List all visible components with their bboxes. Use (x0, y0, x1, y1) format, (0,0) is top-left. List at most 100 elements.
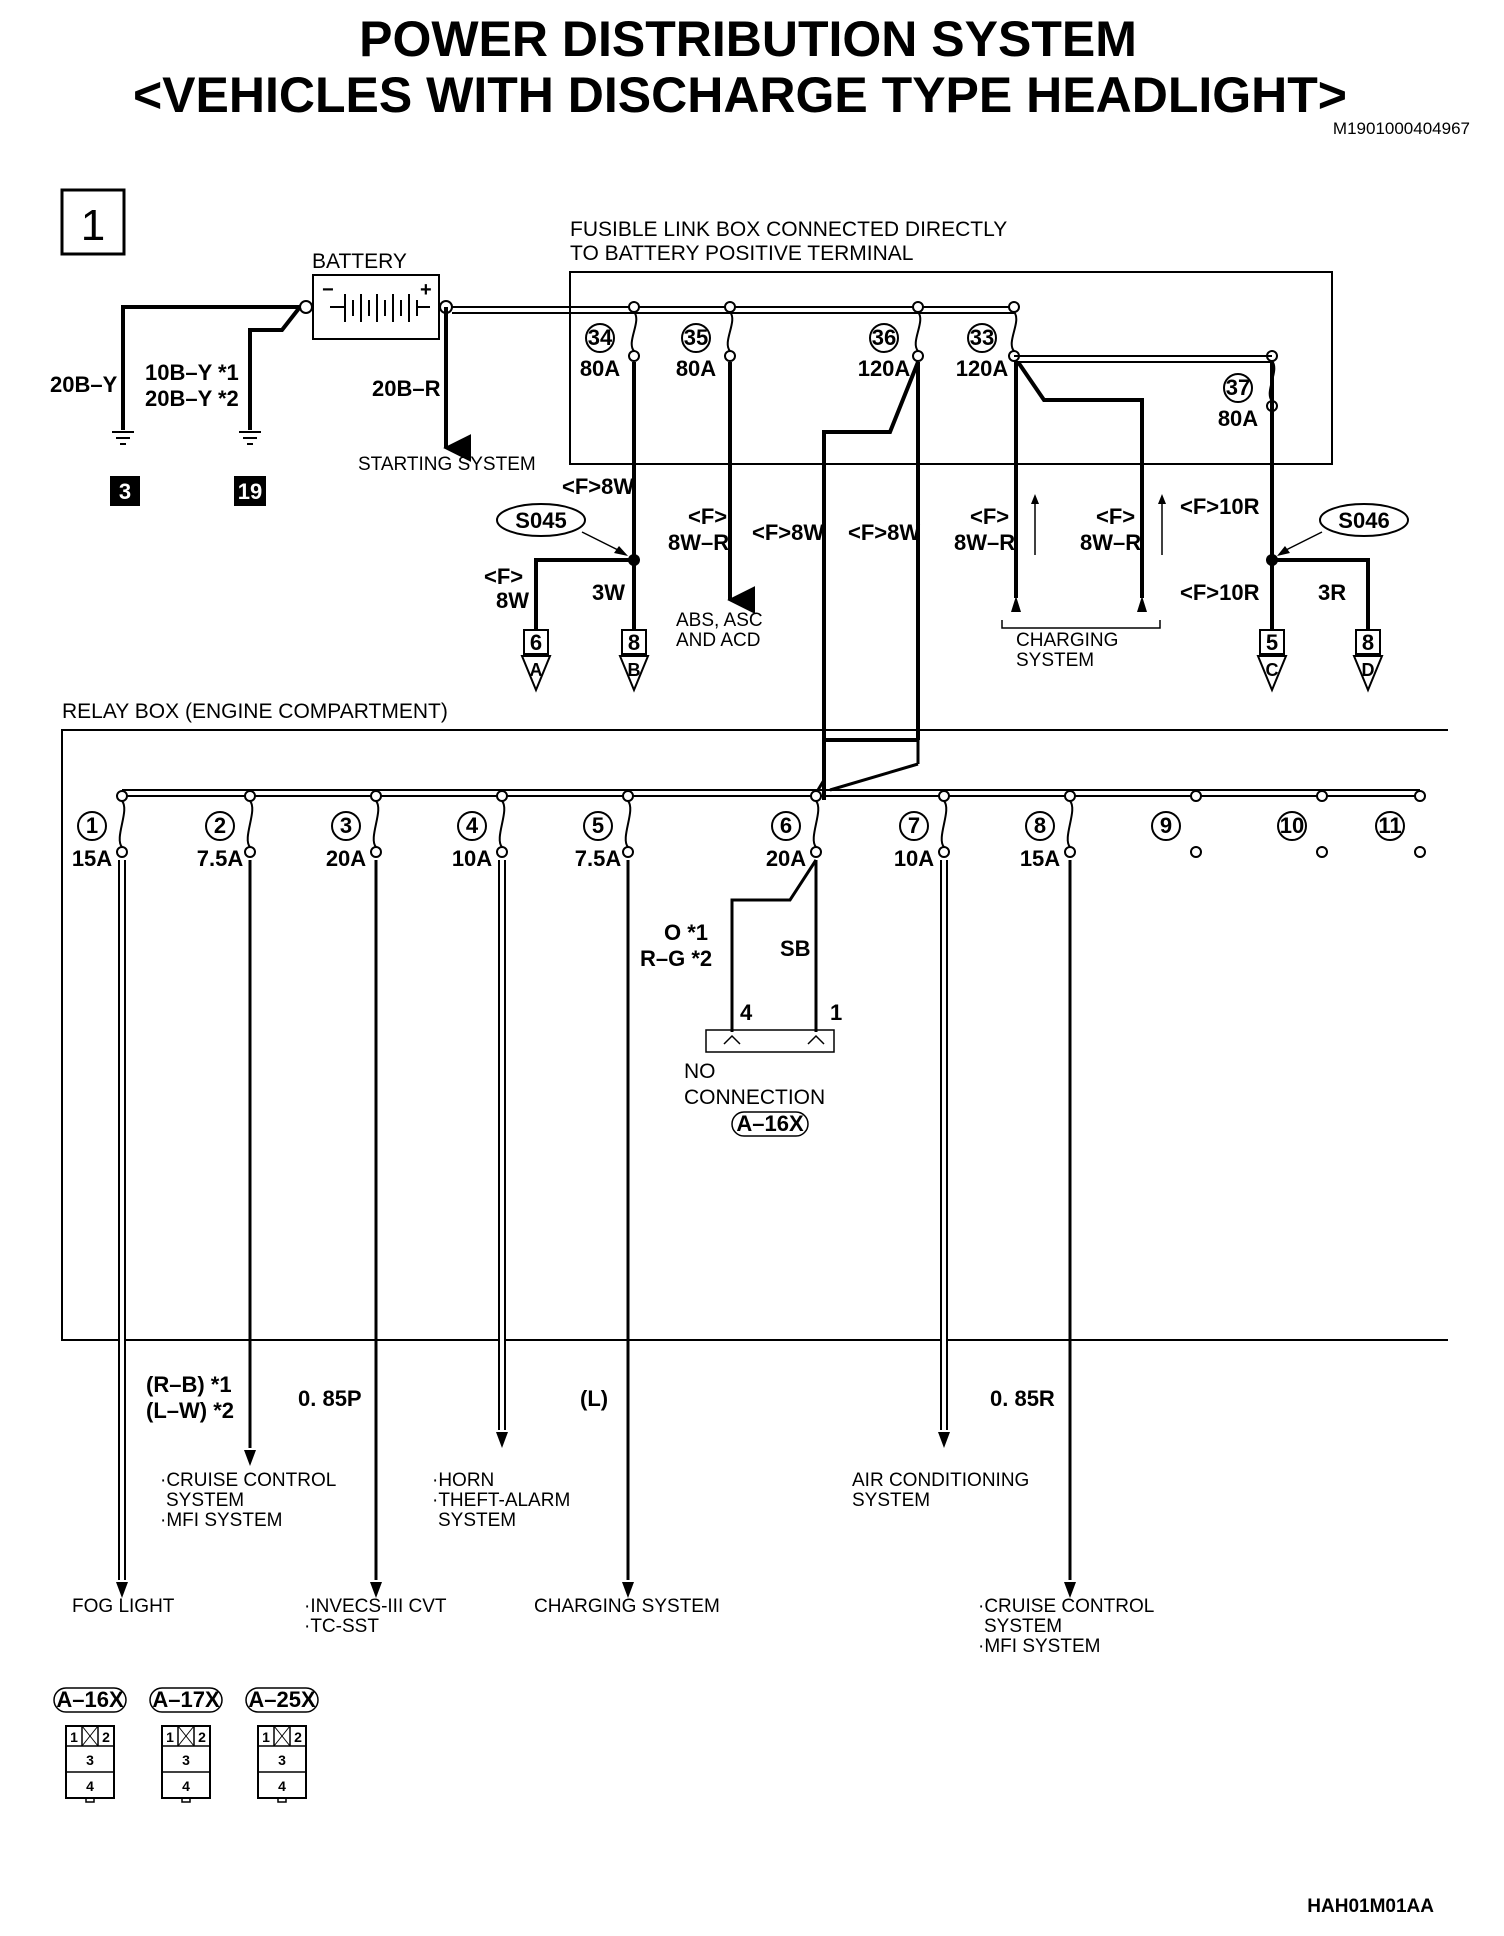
legend-pin: 4 (182, 1778, 190, 1794)
relay-box-label: RELAY BOX (ENGINE COMPARTMENT) (62, 700, 448, 723)
relay-fuse-rating: 10A (894, 846, 934, 871)
dest-fuse2-3: ·MFI SYSTEM (160, 1510, 282, 1531)
connector-triangle (618, 655, 650, 693)
relay-fuse-number-circle (1025, 811, 1055, 841)
connector-B: 8B (618, 629, 650, 693)
pin-1-label: 1 (830, 1000, 842, 1025)
dest-fuse2-2: SYSTEM (166, 1490, 244, 1511)
connector-pin-box (1259, 629, 1285, 655)
page-title-line2: <VEHICLES WITH DISCHARGE TYPE HEADLIGHT> (133, 67, 1347, 123)
relay-fuse-number: 2 (214, 813, 226, 838)
abs-label-2: AND ACD (676, 630, 760, 651)
legend-pin: 3 (182, 1752, 190, 1768)
s045-right-wire: 3W (592, 580, 625, 605)
legend-pin: 2 (102, 1729, 110, 1745)
dest-fuse7-2: SYSTEM (852, 1490, 930, 1511)
relay-fuse-9: 9 (1151, 790, 1202, 858)
fuse2-wire-2: (L–W) *2 (146, 1398, 234, 1423)
legend-pin: 4 (278, 1778, 286, 1794)
relay-fuse-number-circle (77, 811, 107, 841)
wire-f8w-2: <F>8W (848, 520, 920, 545)
relay-fuse-number: 8 (1034, 813, 1046, 838)
relay-fuse-number-circle (1277, 811, 1307, 841)
fusible-link-number: 35 (684, 325, 708, 350)
splice-s046-label: S046 (1338, 508, 1389, 533)
dest-fuse1: FOG LIGHT (72, 1596, 175, 1617)
connector-triangle (520, 655, 552, 693)
dest-fuse4-2: ·THEFT-ALARM (432, 1490, 570, 1511)
fusible-link-number: 33 (970, 325, 994, 350)
connector-pin: 6 (530, 630, 542, 655)
no-connection-connector (705, 1029, 835, 1053)
relay-fuse-number-circle (457, 811, 487, 841)
relay-fuse-rating: 20A (766, 846, 806, 871)
connector-pin-box (523, 629, 549, 655)
connector-pin-box (1355, 629, 1381, 655)
relay-fuse-rating: 7.5A (575, 846, 622, 871)
dest-fuse3-1: ·INVECS-III CVT (304, 1596, 447, 1617)
fusible-link-number-circle (1223, 373, 1253, 403)
ground-point-19 (234, 476, 266, 506)
wire-35-label-a: <F> (688, 504, 727, 529)
legend-pin: 3 (278, 1752, 286, 1768)
ground-wires (121, 305, 448, 440)
connector-triangle (1256, 655, 1288, 693)
charging-label-2: SYSTEM (1016, 650, 1094, 671)
fusible-link-number-circle (585, 323, 615, 353)
page-number: 1 (81, 201, 105, 250)
legend-pin: 1 (262, 1729, 270, 1745)
relay-fuse-number: 5 (592, 813, 604, 838)
relay-fuse-5: 5 7.5A (575, 790, 634, 871)
connector-ref-a16x-label: A–16X (736, 1111, 804, 1136)
fusible-link-rating: 80A (676, 356, 716, 381)
dest-fuse3-2: ·TC-SST (304, 1616, 379, 1637)
relay-fuse-rating: 10A (452, 846, 492, 871)
battery-cells (330, 294, 430, 322)
relay-fuse-number: 6 (780, 813, 792, 838)
dest-fuse8-2: SYSTEM (984, 1616, 1062, 1637)
no-connection-label-1: NO (684, 1060, 716, 1083)
s046-right-wire: 3R (1318, 580, 1346, 605)
relay-fuse-number: 1 (86, 813, 98, 838)
connector-A: 6A (520, 629, 552, 693)
dest-fuse7-1: AIR CONDITIONING (852, 1470, 1029, 1491)
connector-C: 5C (1256, 629, 1288, 693)
ground-symbols (112, 431, 261, 445)
wire-33a-label-a: <F> (970, 504, 1009, 529)
relay-fuse-number: 7 (908, 813, 920, 838)
dest-fuse5: CHARGING SYSTEM (534, 1596, 720, 1617)
relay-fuse-number-circle (205, 811, 235, 841)
charging-label-1: CHARGING (1016, 630, 1118, 651)
wire-33b-label-a: <F> (1096, 504, 1135, 529)
relay-fuse-rating: 20A (326, 846, 366, 871)
connector-letter: C (1266, 660, 1279, 680)
splice-s046 (1319, 503, 1409, 537)
footer-code: HAH01M01AA (1307, 1896, 1434, 1917)
connector-pin: 8 (628, 630, 640, 655)
fuse5-wire: (L) (580, 1386, 608, 1411)
pin-4-label: 4 (740, 1000, 753, 1025)
connector-letter: A (530, 660, 543, 680)
ground-wire-left: 20B–Y (50, 372, 118, 397)
ground-wire-mid-2: 20B–Y *2 (145, 386, 239, 411)
relay-fuse-number: 11 (1378, 813, 1401, 838)
wire-35-label-b: 8W–R (668, 530, 729, 555)
legend-ref-outline (53, 1687, 127, 1713)
wire-34-label: <F>8W (562, 474, 634, 499)
ground-wire-mid-1: 10B–Y *1 (145, 360, 239, 385)
legend-pin: 1 (70, 1729, 78, 1745)
fuse6-wiring (730, 859, 818, 1032)
fuse2-wire-1: (R–B) *1 (146, 1372, 232, 1397)
